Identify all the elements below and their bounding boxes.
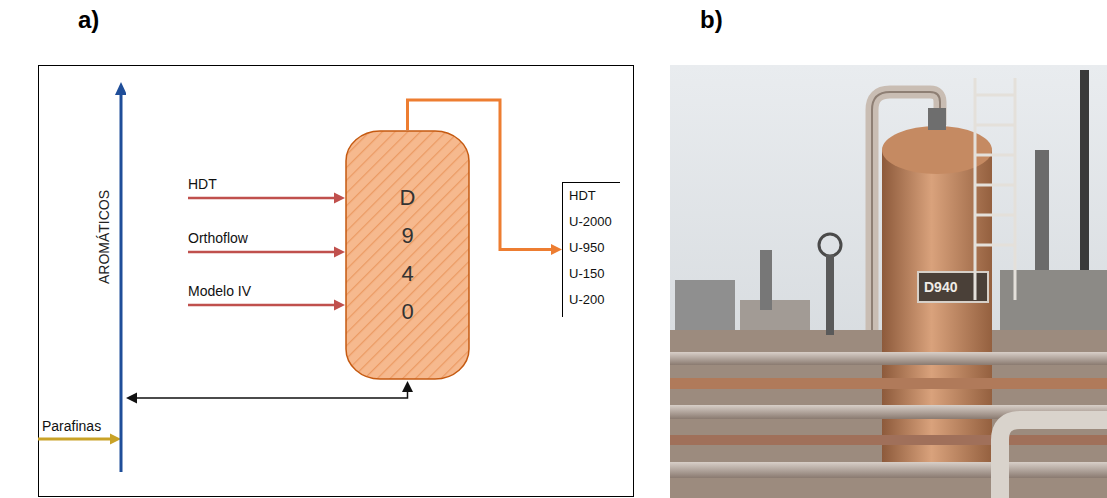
flow-connector <box>188 193 345 204</box>
panel-letter: b) <box>700 6 723 34</box>
vessel-shape <box>346 131 469 379</box>
flow-line <box>188 197 336 200</box>
pipe <box>670 378 1107 389</box>
stream-name: HDT <box>188 176 217 192</box>
name-plate <box>918 272 988 302</box>
stream-name: Parafinas <box>42 418 101 434</box>
arrow-head <box>334 300 345 311</box>
plate-text: D940 <box>924 279 957 295</box>
unit-name: U-150 <box>569 261 612 287</box>
flow-connector <box>38 434 121 445</box>
source-label: Modelo IV <box>188 283 251 299</box>
valve-wheel <box>819 234 841 256</box>
plant-photo <box>670 65 1107 498</box>
list-heading: HDT <box>569 183 612 209</box>
flow-connector <box>188 300 345 311</box>
panel-frame <box>39 66 634 497</box>
arrow-head <box>110 434 121 445</box>
flow-line <box>38 438 112 441</box>
pipe <box>670 352 1107 365</box>
unit-name: U-2000 <box>569 209 612 235</box>
vessel-outline <box>345 130 470 380</box>
source-label: Orthoflow <box>188 230 248 246</box>
flow-line <box>135 390 408 398</box>
arrow-head <box>551 244 562 255</box>
valve-stem <box>826 255 834 335</box>
column <box>760 250 772 310</box>
destination-list: HDTU-2000U-950U-150U-200 <box>562 182 620 317</box>
vessel: D 9 4 0 <box>345 130 470 380</box>
arrow-head <box>334 247 345 258</box>
nozzle <box>928 108 946 130</box>
sky <box>670 65 1107 498</box>
stream-name: Modelo IV <box>188 283 251 299</box>
vessel-tag: D 9 4 0 <box>397 179 419 331</box>
stream-name: AROMÁTICOS <box>96 190 112 284</box>
unit-name: U-950 <box>569 235 612 261</box>
arrow-head <box>126 393 137 404</box>
flow-connector <box>188 247 345 258</box>
arrow-head <box>334 193 345 204</box>
flow-line <box>188 251 336 254</box>
stream-line: AROMÁTICOS <box>96 82 126 472</box>
ground <box>670 330 1107 498</box>
flow-line <box>188 304 336 307</box>
unit-name: U-200 <box>569 287 612 313</box>
stream-name: Orthoflow <box>188 230 248 246</box>
flow-connector <box>126 381 413 404</box>
stack <box>1080 70 1089 300</box>
pipe <box>670 435 1107 445</box>
foreground-pipe <box>1000 420 1107 498</box>
panel-letter: a) <box>78 6 99 34</box>
ladder <box>975 78 1015 300</box>
stream-line <box>120 92 123 472</box>
pipe <box>670 462 1107 478</box>
arrow-head <box>115 82 126 95</box>
source-label: Parafinas <box>42 418 101 434</box>
source-label: HDT <box>188 176 217 192</box>
arrow-head <box>402 381 413 392</box>
